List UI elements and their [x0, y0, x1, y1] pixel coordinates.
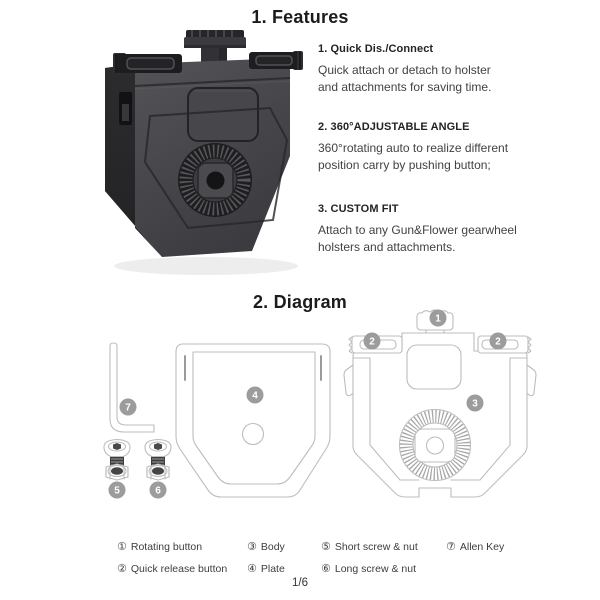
photo-shadow — [114, 257, 298, 275]
callout-badge-5: 5 — [108, 481, 126, 499]
gearwheel — [178, 143, 252, 217]
rail-clamp-left — [113, 53, 182, 74]
callout-badge-1: 1 — [429, 309, 447, 327]
legend-circled-number: ⑥ — [321, 563, 331, 575]
parts-diagram: 1 2 2 3 4 5 6 7 — [103, 309, 537, 499]
svg-text:3: 3 — [472, 399, 478, 410]
feature-title: 1. Quick Dis./Connect — [318, 43, 434, 55]
callout-badge-4: 4 — [246, 386, 264, 404]
legend-label: Quick release button — [130, 563, 228, 575]
page-number: 1/6 — [292, 577, 308, 589]
svg-text:6: 6 — [155, 486, 161, 497]
long-screw-drawing — [144, 438, 172, 481]
svg-text:7: 7 — [125, 403, 131, 414]
callout-badge-2-left: 2 — [363, 332, 381, 350]
feature-item-adjustable-angle: 2. 360°ADJUSTABLE ANGLE 360°rotating aut… — [318, 121, 523, 174]
thumb-knob — [184, 30, 246, 66]
feature-text-line: and attachments for saving time. — [318, 80, 492, 94]
legend-circled-number: ② — [117, 563, 127, 575]
legend-label: Plate — [260, 563, 285, 575]
svg-text:5: 5 — [114, 486, 120, 497]
feature-text-line: holsters and attachments. — [318, 240, 456, 254]
callout-badge-7: 7 — [119, 398, 137, 416]
legend-circled-number: ⑤ — [321, 541, 331, 553]
short-screw-drawing — [103, 438, 131, 481]
diagram-heading: 2. Diagram — [252, 292, 348, 312]
legend-circled-number: ⑦ — [446, 541, 456, 553]
svg-text:1: 1 — [435, 314, 441, 325]
feature-text-line: 360°rotating auto to realize different — [318, 141, 509, 155]
feature-item-custom-fit: 3. CUSTOM FIT Attach to any Gun&Flower g… — [318, 203, 523, 256]
feature-item-quick-connect: 1. Quick Dis./Connect Quick attach or de… — [318, 43, 523, 96]
feature-text-line: position carry by pushing button; — [318, 158, 491, 172]
legend-label: Allen Key — [459, 541, 505, 553]
svg-text:4: 4 — [252, 391, 258, 402]
callout-badge-3: 3 — [466, 394, 484, 412]
legend-label: Rotating button — [130, 541, 203, 553]
feature-title: 2. 360°ADJUSTABLE ANGLE — [318, 121, 470, 133]
legend-circled-number: ④ — [247, 563, 257, 575]
product-photo — [105, 30, 303, 275]
feature-text-line: Quick attach or detach to holster — [318, 63, 491, 77]
feature-title: 3. CUSTOM FIT — [318, 203, 399, 215]
allen-key-drawing — [109, 342, 155, 433]
legend-label: Short screw & nut — [334, 541, 418, 553]
legend-circled-number: ③ — [247, 541, 257, 553]
legend-circled-number: ① — [117, 541, 127, 553]
mount-plate-seat — [143, 87, 289, 230]
feature-text-line: Attach to any Gun&Flower gearwheel — [318, 223, 517, 237]
plate-drawing — [175, 343, 331, 498]
rail-clamp-right — [249, 51, 303, 70]
quick-release-slot — [119, 92, 132, 125]
features-heading: 1. Features — [251, 7, 349, 27]
svg-text:2: 2 — [495, 337, 501, 348]
body-drawing — [343, 309, 537, 498]
callout-badge-2-right: 2 — [489, 332, 507, 350]
callout-badge-6: 6 — [149, 481, 167, 499]
svg-text:2: 2 — [369, 337, 375, 348]
legend-label: Long screw & nut — [334, 563, 417, 575]
legend-label: Body — [260, 541, 285, 553]
